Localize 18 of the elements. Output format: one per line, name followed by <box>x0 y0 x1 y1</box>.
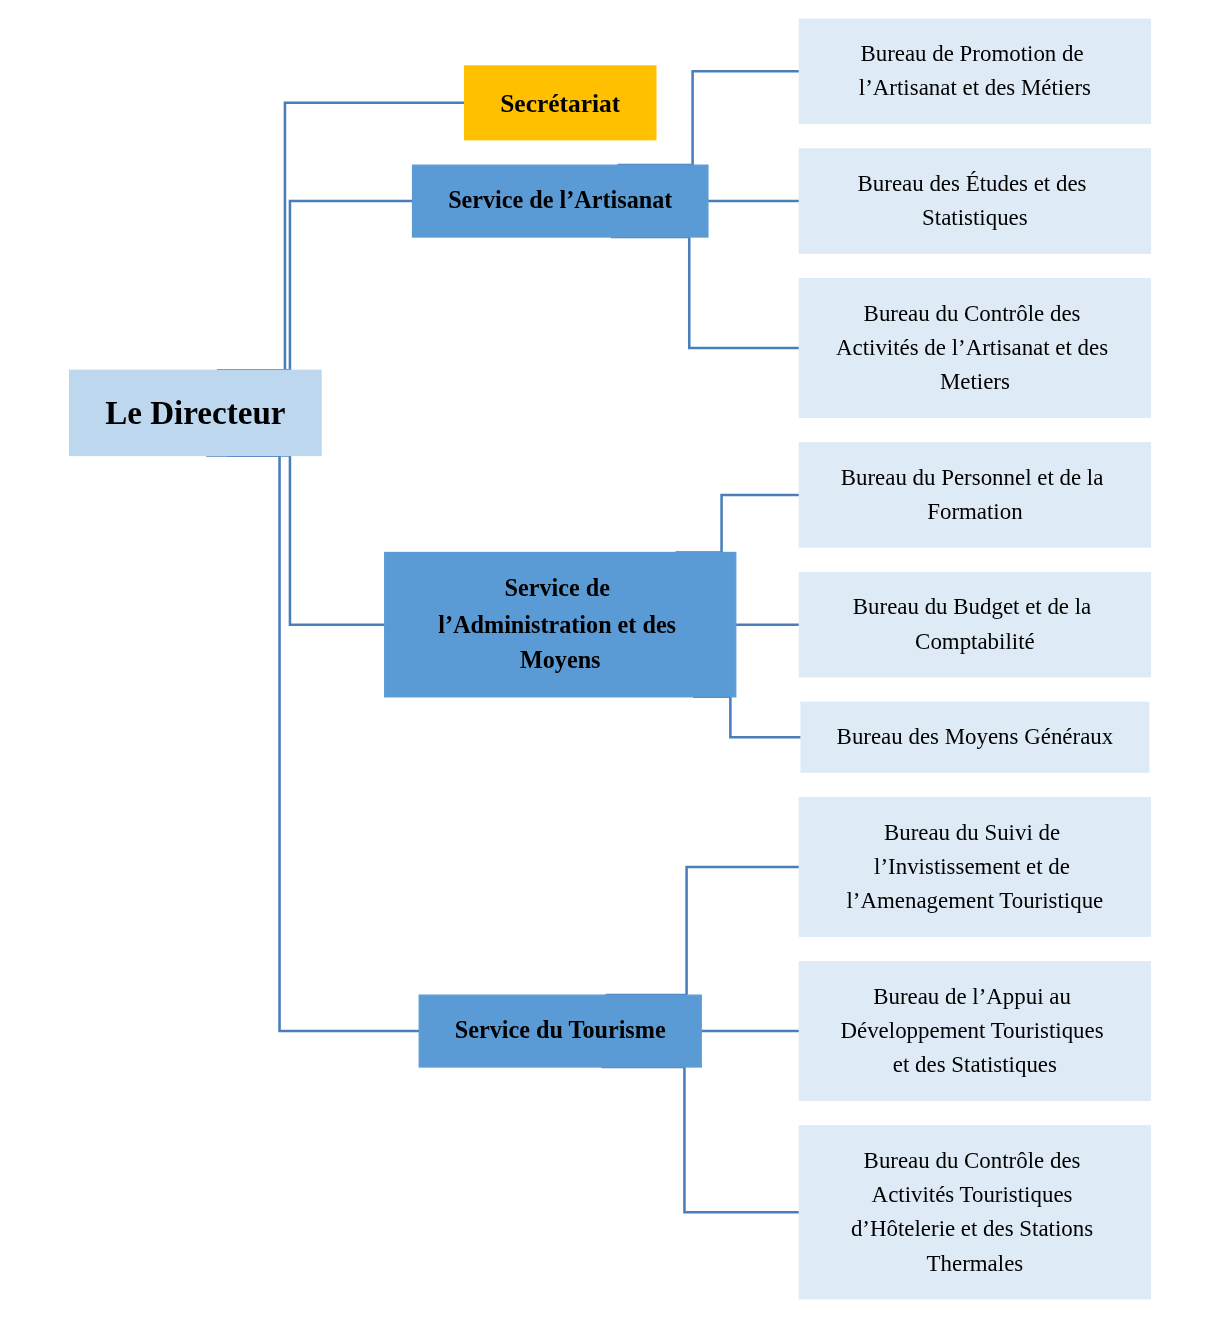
connector <box>700 1029 799 1032</box>
node-box: Service du Tourisme <box>418 994 702 1068</box>
connector <box>735 622 799 626</box>
connector <box>707 199 799 202</box>
node-box: Bureau du Contrôle des Activités de l’Artisanat et des Metiers <box>798 277 1151 418</box>
connector <box>205 453 419 1032</box>
node-box: Bureau de l’Appui au Développement Touristiques et des Statistiques <box>798 960 1151 1101</box>
node-box: Bureau des Études et des Statistiques <box>798 147 1151 254</box>
node-box: Le Directeur <box>68 369 322 456</box>
node-box: Service de l’Artisanat <box>411 164 709 238</box>
node-box: Bureau du Contrôle des Activités Touristiques d’Hôtelerie et des Stations Thermales <box>798 1124 1151 1299</box>
node-box: Bureau de Promotion de l’Artisanat et des Métiers <box>798 18 1151 124</box>
node-box: Bureau du Personnel et de la Formation <box>798 441 1151 548</box>
node-box: Bureau des Moyens Généraux <box>799 701 1149 773</box>
node-box: Bureau du Budget et de la Comptabilité <box>798 571 1151 677</box>
node-box: Bureau du Suivi de l’Invistissement et de l’Amenagement Touristique <box>798 796 1151 937</box>
node-box: Secrétariat <box>463 64 656 140</box>
node-box: Service de l’Administration et des Moyens <box>383 551 736 697</box>
